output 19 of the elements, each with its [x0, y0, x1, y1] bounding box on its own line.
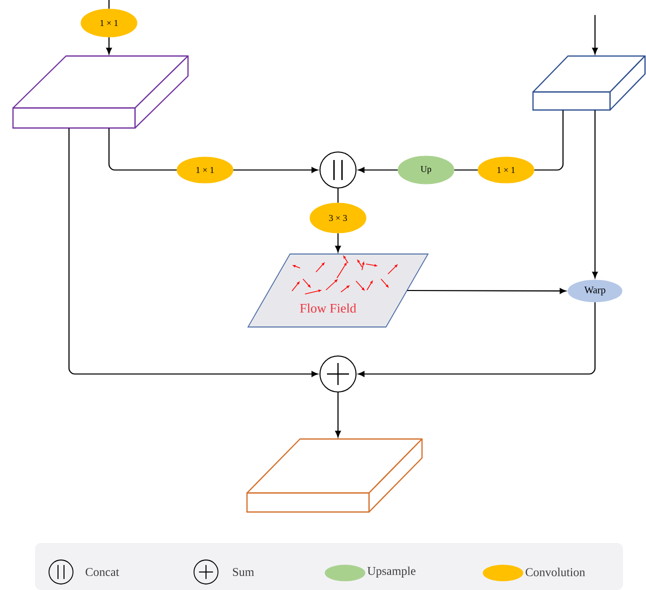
arrow [592, 110, 598, 278]
feature-map-slab [246, 438, 423, 513]
arrow [335, 233, 341, 252]
arrow [592, 15, 598, 54]
legend-label: Upsample [367, 566, 416, 578]
sum-circle [320, 356, 356, 392]
feature-map-slab [12, 55, 189, 129]
legend-label: Sum [233, 568, 254, 576]
concat-circle [320, 152, 356, 188]
arrow [407, 288, 566, 294]
arrow [106, 37, 112, 54]
arrow [335, 392, 341, 438]
legend-label: Concat [86, 568, 120, 576]
arrow [233, 167, 318, 173]
feature-map-slab [532, 55, 646, 111]
arrow [358, 302, 596, 377]
arrow [358, 167, 398, 173]
arrow [68, 128, 318, 377]
legend-label: Convolution [526, 568, 586, 576]
